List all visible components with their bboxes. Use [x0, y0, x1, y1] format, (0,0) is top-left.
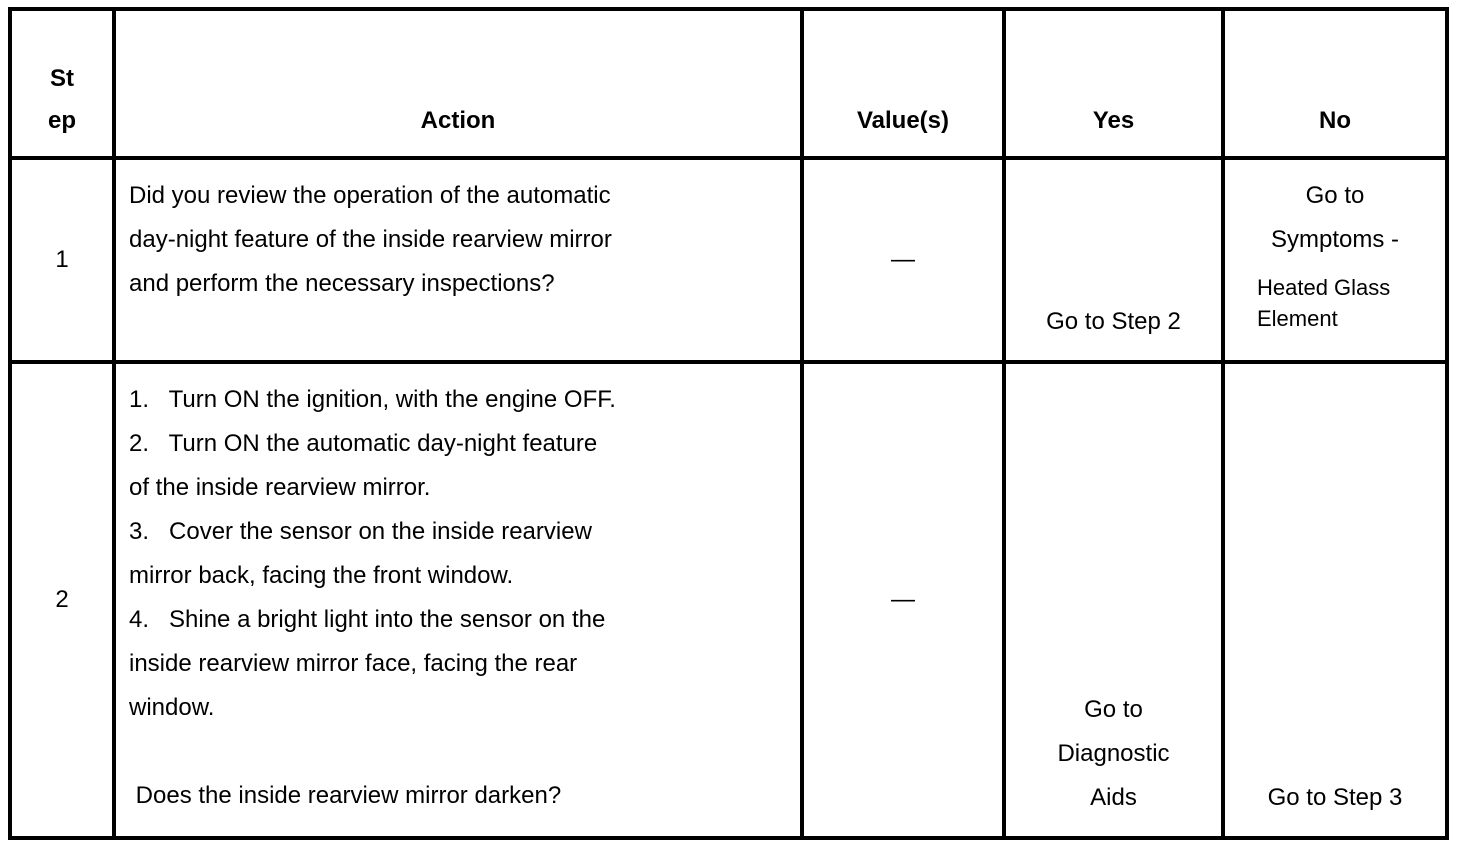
- diagnostic-step-table: St ep Action Value(s) Yes No 1 Did you r…: [8, 7, 1449, 840]
- step-number: 2: [8, 360, 116, 840]
- table-row-step-1: 1 Did you review the operation of the au…: [8, 156, 1449, 364]
- header-row: St ep Action Value(s) Yes No: [8, 7, 1449, 160]
- header-cell-no: No: [1221, 7, 1449, 160]
- no-instruction: Go to Symptoms - Heated Glass Element: [1221, 156, 1449, 364]
- action-text: 1. Turn ON the ignition, with the engine…: [112, 360, 804, 840]
- yes-instruction: Go to Step 2: [1002, 156, 1225, 364]
- no-instruction: Go to Step 3: [1221, 360, 1449, 840]
- header-cell-yes: Yes: [1002, 7, 1225, 160]
- yes-instruction: Go to Diagnostic Aids: [1002, 360, 1225, 840]
- step-number: 1: [8, 156, 116, 364]
- value-dash: —: [800, 360, 1006, 840]
- header-cell-action: Action: [112, 7, 804, 160]
- value-dash: —: [800, 156, 1006, 364]
- no-instruction-primary: Go to Symptoms -: [1270, 182, 1399, 253]
- action-text: Did you review the operation of the auto…: [112, 156, 804, 364]
- header-cell-values: Value(s): [800, 7, 1006, 160]
- header-cell-step: St ep: [8, 7, 116, 160]
- table-row-step-2: 2 1. Turn ON the ignition, with the engi…: [8, 360, 1449, 840]
- no-instruction-secondary: Heated Glass Element: [1257, 275, 1391, 331]
